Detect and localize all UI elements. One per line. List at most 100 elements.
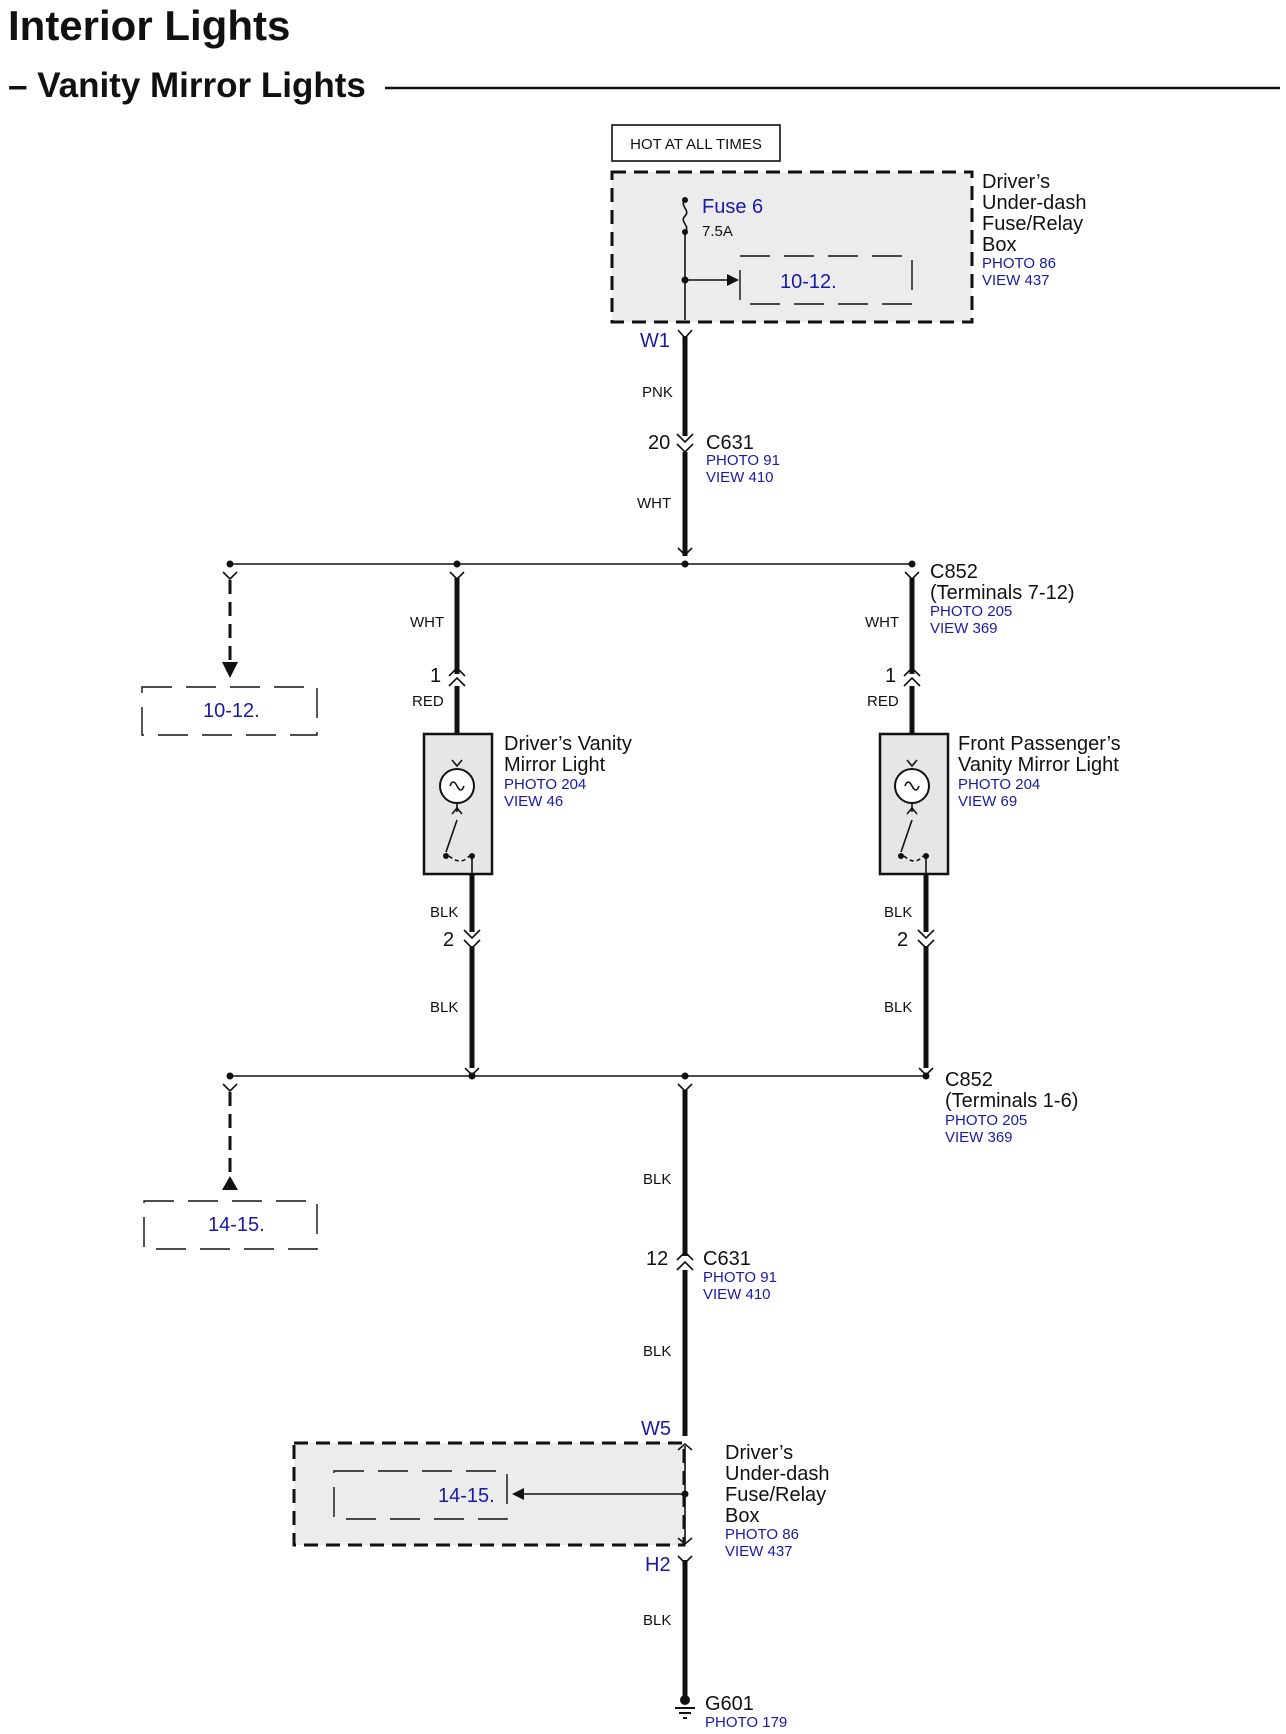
- wire-label-wht-main: WHT: [637, 495, 671, 512]
- driver-light-name-line1: Driver’s Vanity: [504, 733, 632, 755]
- c631-top-connector-mark: [676, 433, 694, 454]
- bus-node: [681, 560, 689, 568]
- fuse-box-view: VIEW 437: [982, 272, 1050, 289]
- c631-bottom-view: VIEW 410: [703, 1286, 771, 1303]
- page-subtitle: – Vanity Mirror Lights: [8, 66, 366, 105]
- wire-label-blk-trunk-middle: BLK: [643, 1343, 671, 1360]
- wire-label-wht-driver: WHT: [410, 614, 444, 631]
- wire-label-red-driver: RED: [412, 693, 444, 710]
- ground-box-name-line3: Fuse/Relay: [725, 1484, 826, 1506]
- ref-box-left-bottom: [143, 1200, 318, 1250]
- pass-bulb-icon: [894, 759, 930, 874]
- pass-bus-connector-mark: [904, 571, 920, 581]
- driver-light-view: VIEW 46: [504, 793, 563, 810]
- bus-node: [468, 1072, 476, 1080]
- ground-box-name-line4: Box: [725, 1505, 759, 1527]
- wire-label-pnk: PNK: [642, 384, 673, 401]
- fuse-box-name-line4: Box: [982, 234, 1016, 256]
- fuse-box-photo: PHOTO 86: [982, 255, 1056, 272]
- pass-vanity-light-box: [878, 732, 950, 876]
- pass-light-photo: PHOTO 204: [958, 776, 1040, 793]
- hot-at-all-times-box: [611, 124, 781, 162]
- c631-bottom-pin: 12: [646, 1248, 668, 1270]
- wire-label-wht-pass: WHT: [865, 614, 899, 631]
- terminal-w5: W5: [641, 1418, 671, 1440]
- pass-pin2-connector-mark: [917, 929, 935, 950]
- left-top-connector-mark: [222, 571, 238, 581]
- ground-photo: PHOTO 179: [705, 1714, 787, 1731]
- ref-ground-label: 14-15.: [438, 1485, 495, 1507]
- wire-label-blk-pass-lower: BLK: [884, 999, 912, 1016]
- wire-label-blk-driver-upper: BLK: [430, 904, 458, 921]
- left-top-arrow: [222, 662, 238, 678]
- driver-pin1-connector-mark: [448, 666, 466, 687]
- page-title: Interior Lights: [8, 2, 290, 49]
- fuse-6-label: Fuse 6: [702, 196, 763, 218]
- pass-light-name-line2: Vanity Mirror Light: [958, 754, 1119, 776]
- wire-label-red-pass: RED: [867, 693, 899, 710]
- bus-node: [226, 560, 234, 568]
- ground-trunk-connector-mark: [677, 1083, 693, 1093]
- ref-box-left-top: [141, 686, 318, 736]
- c631-top-photo: PHOTO 91: [706, 452, 780, 469]
- ground-box-name-line1: Driver’s: [725, 1442, 793, 1464]
- c852-top-terminals: (Terminals 7-12): [930, 582, 1074, 604]
- driver-vanity-light-box: [422, 732, 494, 876]
- wire-label-blk-pass-upper: BLK: [884, 904, 912, 921]
- pass-pin2: 2: [897, 929, 908, 951]
- fuse-6-rating: 7.5A: [702, 223, 733, 240]
- terminal-w1: W1: [640, 330, 670, 352]
- c631-bottom-photo: PHOTO 91: [703, 1269, 777, 1286]
- bus-node: [922, 1072, 930, 1080]
- driver-light-photo: PHOTO 204: [504, 776, 586, 793]
- ground-icon: [675, 1695, 695, 1719]
- c852-bottom-terminals: (Terminals 1-6): [945, 1090, 1078, 1112]
- ground-box-photo: PHOTO 86: [725, 1526, 799, 1543]
- pass-pin1: 1: [885, 665, 896, 687]
- driver-bus-connector-mark: [449, 571, 465, 581]
- c852-top-photo: PHOTO 205: [930, 603, 1012, 620]
- driver-light-name-line2: Mirror Light: [504, 754, 606, 776]
- bus-node: [226, 1072, 234, 1080]
- pass-light-view: VIEW 69: [958, 793, 1017, 810]
- bus-node: [681, 1072, 689, 1080]
- fuse-box-name-line1: Driver’s: [982, 171, 1050, 193]
- driver-pin2: 2: [443, 929, 454, 951]
- ref-box-top-fuse: [739, 255, 913, 305]
- c631-top-pin: 20: [648, 432, 670, 454]
- terminal-h2: H2: [645, 1554, 671, 1576]
- c631-bottom-connector-mark: [676, 1250, 694, 1271]
- fuse-6-symbol: [681, 197, 739, 320]
- left-bottom-arrow: [222, 1176, 238, 1190]
- c852-bottom-name: C852: [945, 1069, 993, 1091]
- driver-pin1: 1: [430, 665, 441, 687]
- driver-bulb-icon: [439, 759, 475, 874]
- c631-bottom-name: C631: [703, 1248, 751, 1270]
- c852-top-name: C852: [930, 561, 978, 583]
- c631-top-name: C631: [706, 432, 754, 454]
- wire-label-blk-trunk-lower: BLK: [643, 1612, 671, 1629]
- hot-at-all-times-label: HOT AT ALL TIMES: [630, 136, 762, 153]
- pass-pin1-connector-mark: [903, 666, 921, 687]
- bus-node: [453, 560, 461, 568]
- ground-box-arrow: [512, 1488, 524, 1500]
- wire-label-blk-trunk-upper: BLK: [643, 1171, 671, 1188]
- c852-bottom-view: VIEW 369: [945, 1129, 1013, 1146]
- ground-box-name-line2: Under-dash: [725, 1463, 830, 1485]
- c631-top-view: VIEW 410: [706, 469, 774, 486]
- fuse-box-name-line2: Under-dash: [982, 192, 1087, 214]
- pass-light-name-line1: Front Passenger’s: [958, 733, 1121, 755]
- driver-pin2-connector-mark: [463, 929, 481, 950]
- wire-label-blk-driver-lower: BLK: [430, 999, 458, 1016]
- c852-top-view: VIEW 369: [930, 620, 998, 637]
- w5-connector-mark: [677, 1442, 693, 1451]
- fuse-box-name-line3: Fuse/Relay: [982, 213, 1083, 235]
- under-dash-fuse-box-top: [610, 170, 974, 324]
- ref-top-fuse-label: 10-12.: [780, 271, 837, 293]
- splice-top-mark: [677, 547, 693, 557]
- ref-left-bottom-label: 14-15.: [208, 1214, 265, 1236]
- h2-connector-mark: [677, 1537, 693, 1546]
- ground-box-view: VIEW 437: [725, 1543, 793, 1560]
- ref-left-top-label: 10-12.: [203, 700, 260, 722]
